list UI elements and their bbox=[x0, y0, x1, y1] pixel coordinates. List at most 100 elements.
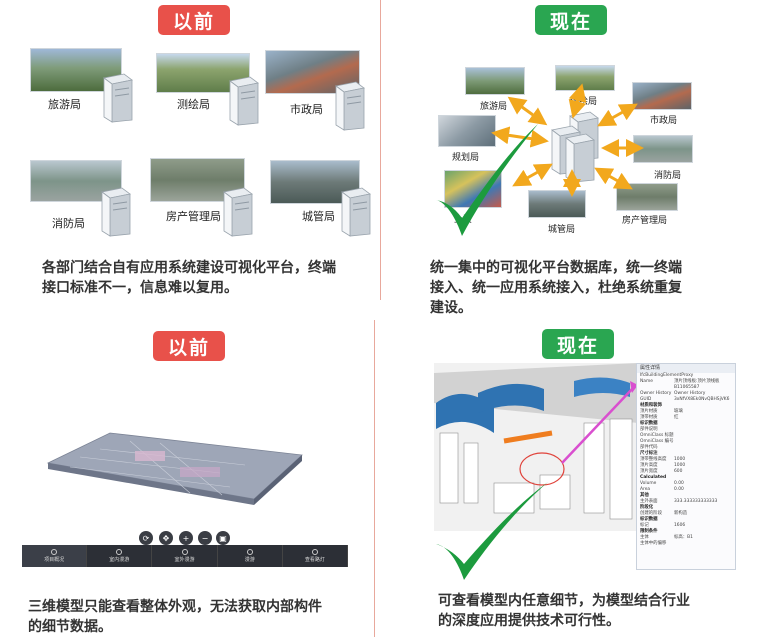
property-value: 0.00 bbox=[674, 481, 684, 486]
reset-icon[interactable]: ▣ bbox=[216, 531, 230, 545]
municipal-thumbnail bbox=[632, 82, 692, 110]
property-value: Owner History bbox=[674, 391, 706, 396]
properties-panel-title: 属性详情 bbox=[637, 364, 735, 373]
survey-label: 测绘局 bbox=[177, 98, 210, 111]
property-key: 标识数据 bbox=[640, 517, 658, 522]
tourism-label: 旅游局 bbox=[48, 98, 81, 111]
toolbar-item-label: 室内漫游 bbox=[109, 557, 130, 563]
property-key: 部件代码 bbox=[640, 445, 658, 450]
property-row: 主体 标高：B1 bbox=[637, 535, 735, 541]
toolbar-item-label: 室外漫游 bbox=[174, 557, 195, 563]
toolbar-item-roam[interactable]: 漫游 bbox=[218, 545, 283, 567]
planning-thumbnail bbox=[438, 115, 496, 147]
property-row: 部件说明 bbox=[637, 427, 735, 433]
caption-now-bottom: 可查看模型内任意细节，为模型结合行业 的深度应用提供技术可行性。 bbox=[438, 591, 758, 631]
property-row: 其他 bbox=[637, 493, 735, 499]
property-key: 主外表面 bbox=[640, 499, 658, 504]
caption-line: 建设。 bbox=[430, 300, 472, 316]
zoom-in-icon[interactable]: + bbox=[179, 531, 193, 545]
badge-now-bottom: 现在 bbox=[542, 329, 614, 359]
toolbar-item-overview[interactable]: 项目概况 bbox=[22, 545, 88, 567]
caption-line: 三维模型只能查看整体外观，无法获取内部构件 bbox=[28, 599, 322, 615]
pan-icon[interactable]: ✥ bbox=[159, 531, 173, 545]
property-key: 限制条件 bbox=[640, 529, 658, 534]
property-key: 标记 bbox=[640, 523, 649, 528]
property-key: Area bbox=[640, 487, 651, 492]
property-key: 阶段化 bbox=[640, 505, 654, 510]
rotate-icon[interactable]: ⟳ bbox=[139, 531, 153, 545]
property-value: 1606 bbox=[674, 523, 686, 528]
caption-line: 可查看模型内任意细节，为模型结合行业 bbox=[438, 593, 690, 609]
property-row: 标记 1606 bbox=[637, 523, 735, 529]
building-model-view bbox=[46, 432, 303, 505]
property-key: GUID bbox=[640, 397, 652, 402]
property-value: 顶片顶线板:顶片顶线板 bbox=[674, 379, 720, 384]
toolbar-item-indoor[interactable]: 室内漫游 bbox=[87, 545, 153, 567]
property-row: OmniClass 编号 bbox=[637, 439, 735, 445]
municipal-label: 市政局 bbox=[290, 103, 323, 116]
badge-now-top: 现在 bbox=[535, 5, 607, 35]
toolbar-item-label: 查看路灯 bbox=[304, 557, 325, 563]
property-row: Area 0.00 bbox=[637, 487, 735, 493]
land-thumbnail bbox=[444, 170, 502, 208]
home-icon bbox=[51, 549, 58, 555]
property-row: 限制条件 bbox=[637, 529, 735, 535]
property-value: 标高：B1 bbox=[674, 535, 693, 540]
property-key: 顶片宽度 bbox=[640, 469, 658, 474]
property-row: 顶带材质红 bbox=[637, 415, 735, 421]
outdoor-icon bbox=[181, 549, 188, 555]
server-icon bbox=[229, 76, 259, 126]
zoom-out-icon[interactable]: − bbox=[198, 531, 212, 545]
property-key: 主体 bbox=[640, 535, 649, 540]
toolbar-item-label: 项目概况 bbox=[44, 557, 65, 563]
property-key: 材质和装饰 bbox=[640, 403, 662, 408]
badge-before-bottom: 以前 bbox=[153, 331, 225, 361]
toolbar-item-outdoor[interactable]: 室外漫游 bbox=[152, 545, 218, 567]
model-toolbar: 项目概况 室内漫游 室外漫游 漫游 查看路灯 bbox=[22, 545, 349, 567]
check-icon bbox=[436, 482, 548, 580]
property-row: IfcBuildingElementProxy bbox=[637, 373, 735, 379]
caption-line: 各部门结合自有应用系统建设可视化平台，终端 bbox=[42, 260, 336, 276]
caption-before-top: 各部门结合自有应用系统建设可视化平台，终端 接口标准不一，信息难以复用。 bbox=[42, 258, 372, 298]
property-key: Calculated bbox=[640, 475, 667, 480]
municipal-label: 市政局 bbox=[650, 116, 678, 126]
property-row: 标识数据 bbox=[637, 517, 735, 523]
property-row: 尺寸标注 bbox=[637, 451, 735, 457]
property-key: 标识数据 bbox=[640, 421, 658, 426]
property-value: 0.00 bbox=[674, 487, 684, 492]
property-row: 主体中的偏移 bbox=[637, 541, 735, 547]
planning-label: 规划局 bbox=[452, 153, 480, 163]
fire-label: 消防局 bbox=[52, 217, 85, 230]
housing-label: 房产管理局 bbox=[622, 216, 668, 226]
light-icon bbox=[311, 549, 318, 555]
property-key: 顶带整线高度 bbox=[640, 457, 667, 462]
tourism-label: 旅游局 bbox=[480, 102, 508, 112]
indoor-icon bbox=[116, 549, 123, 555]
property-row: 标识数据 bbox=[637, 421, 735, 427]
caption-line: 的细节数据。 bbox=[28, 619, 112, 635]
toolbar-item-lights[interactable]: 查看路灯 bbox=[283, 545, 349, 567]
caption-line: 接口标准不一，信息难以复用。 bbox=[42, 280, 238, 296]
property-key: OmniClass 标题 bbox=[640, 433, 674, 438]
urban-label: 城管局 bbox=[548, 225, 576, 235]
property-row: 部件代码 bbox=[637, 445, 735, 451]
server-icon bbox=[223, 187, 253, 237]
property-row: Calculated bbox=[637, 475, 735, 481]
caption-line: 的深度应用提供技术可行性。 bbox=[438, 613, 620, 629]
top-divider bbox=[380, 0, 381, 300]
property-row: 阶段化 bbox=[637, 505, 735, 511]
property-key: 尺寸标注 bbox=[640, 451, 658, 456]
property-row: 顶片材质玻璃 bbox=[637, 409, 735, 415]
property-value: B11065587 bbox=[674, 385, 700, 390]
housing-label: 房产管理局 bbox=[166, 210, 221, 223]
server-icon bbox=[335, 81, 365, 131]
